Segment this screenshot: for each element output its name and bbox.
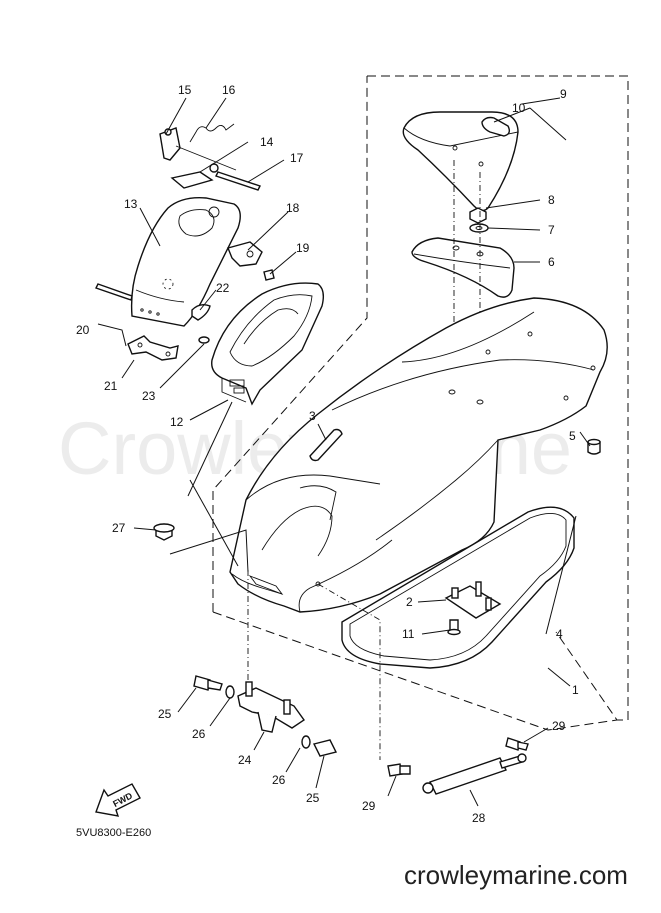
callout-13: 13 — [124, 197, 138, 211]
bracket-part-21[interactable] — [127, 335, 179, 361]
hinge-part-18[interactable] — [227, 241, 263, 267]
leader-lines — [97, 97, 591, 807]
callout-22: 22 — [216, 281, 230, 295]
callout-19: 19 — [296, 241, 310, 255]
callout-9: 9 — [560, 87, 567, 101]
callout-7: 7 — [548, 223, 555, 237]
callout-14: 14 — [260, 135, 274, 149]
washer-part-7[interactable] — [469, 223, 489, 233]
callout-12: 12 — [170, 415, 184, 429]
callout-18: 18 — [286, 201, 300, 215]
callout-labels: 1 2 3 4 5 6 7 8 9 10 11 12 13 14 15 16 1… — [76, 83, 579, 825]
callout-21: 21 — [104, 379, 118, 393]
diagram-code: 5VU8300-E260 — [76, 827, 151, 839]
callout-16: 16 — [222, 83, 236, 97]
callout-24: 24 — [238, 753, 252, 767]
rod-part-20[interactable] — [95, 283, 133, 301]
callout-3: 3 — [309, 409, 316, 423]
latch-part-15[interactable] — [159, 127, 181, 161]
nut-part-27[interactable] — [153, 523, 175, 541]
bolt-part-25-left[interactable] — [193, 675, 223, 691]
bumper-part-5[interactable] — [587, 438, 601, 455]
ball-stud-part-29-right[interactable] — [505, 737, 529, 751]
callout-1: 1 — [572, 683, 579, 697]
callout-29-right: 29 — [552, 719, 566, 733]
callout-17: 17 — [290, 151, 304, 165]
website-label[interactable]: crowleymarine.com — [404, 860, 628, 890]
washer-part-26-right[interactable] — [301, 735, 311, 749]
callout-23: 23 — [142, 389, 156, 403]
bolt-part-11[interactable] — [447, 619, 461, 636]
deck-seat-part-1[interactable] — [229, 297, 608, 613]
callout-6: 6 — [548, 255, 555, 269]
callout-10: 10 — [512, 101, 526, 115]
callout-5: 5 — [569, 429, 576, 443]
callout-15: 15 — [178, 83, 192, 97]
ball-stud-part-29-left[interactable] — [387, 763, 411, 777]
rod-part-17[interactable] — [215, 171, 261, 191]
callout-2: 2 — [406, 595, 413, 609]
cap-part-22[interactable] — [191, 303, 211, 321]
callout-26-left: 26 — [192, 727, 206, 741]
storage-box-part-12[interactable] — [211, 282, 325, 406]
grab-tube-part-3[interactable] — [309, 428, 343, 462]
callout-27: 27 — [112, 521, 126, 535]
fwd-arrow-icon: FWD — [95, 783, 141, 817]
bracket-part-2[interactable] — [444, 581, 502, 619]
bracket-part-24[interactable] — [237, 681, 305, 733]
callout-29-left: 29 — [362, 799, 376, 813]
seat-cushion-part-9[interactable] — [402, 111, 519, 212]
bolt-part-25-right[interactable] — [312, 739, 338, 757]
seat-base-plate-part-6[interactable] — [411, 237, 515, 298]
spring-part-16[interactable] — [189, 123, 235, 143]
callout-25-right: 25 — [306, 791, 320, 805]
assembly-boundary — [212, 75, 629, 721]
callout-4: 4 — [556, 627, 563, 641]
assembly-boundary-lower — [212, 611, 618, 731]
callout-25-left: 25 — [158, 707, 172, 721]
grommet-part-23[interactable] — [198, 336, 210, 344]
callout-8: 8 — [548, 193, 555, 207]
damper-part-28[interactable] — [422, 753, 527, 795]
callout-26-right: 26 — [272, 773, 286, 787]
callout-28: 28 — [472, 811, 486, 825]
pin-part-14[interactable] — [170, 145, 237, 189]
cover-part-13[interactable] — [130, 197, 241, 327]
washer-part-26-left[interactable] — [225, 685, 235, 699]
callout-20: 20 — [76, 323, 90, 337]
nut-part-8[interactable] — [469, 207, 487, 224]
callout-11: 11 — [402, 627, 415, 641]
